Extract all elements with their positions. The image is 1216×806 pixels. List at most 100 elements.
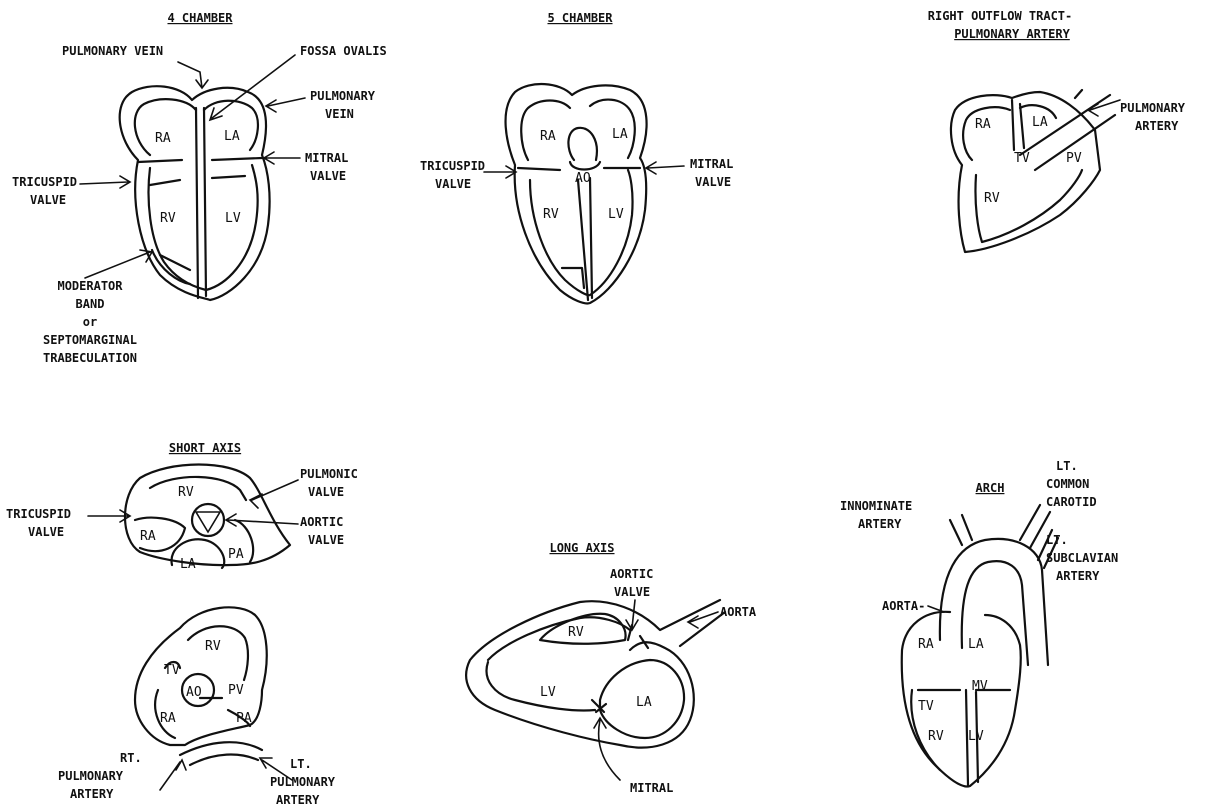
arch-ra: RA bbox=[918, 637, 934, 652]
label-rt-pa-3: ARTERY bbox=[70, 787, 114, 801]
label-moderator-band-3: or bbox=[83, 315, 97, 329]
long-axis-title: LONG AXIS bbox=[549, 541, 614, 555]
five-chamber-outline bbox=[506, 84, 647, 303]
arrow-pulmonary-vein-right bbox=[266, 98, 305, 112]
label-lt-common-carotid-3: CAROTID bbox=[1046, 495, 1097, 509]
arrow-pulmonary-artery bbox=[1088, 100, 1120, 116]
arrow-moderator-band bbox=[85, 250, 152, 278]
short-axis-la: LA bbox=[180, 557, 196, 572]
four-chamber-ra: RA bbox=[155, 131, 171, 146]
label-tricuspid-valve-2: VALVE bbox=[30, 193, 66, 207]
label-mitral-valve-5c-2: VALVE bbox=[695, 175, 731, 189]
label-lt-pa-3: ARTERY bbox=[276, 793, 320, 806]
outflow-title-1: RIGHT OUTFLOW TRACT- bbox=[928, 9, 1073, 23]
outflow-rv: RV bbox=[984, 191, 1000, 206]
arch-tv: TV bbox=[918, 699, 934, 714]
label-pulmonic-valve-1: PULMONIC bbox=[300, 467, 358, 481]
label-rt-pa-2: PULMONARY bbox=[58, 769, 124, 783]
label-aorta-arch: AORTA- bbox=[882, 599, 925, 613]
label-lt-pa-1: LT. bbox=[290, 757, 312, 771]
label-moderator-band-4: SEPTOMARGINAL bbox=[43, 333, 137, 347]
long-axis-la-label: LA bbox=[636, 695, 652, 710]
long-axis-view: LONG AXIS AORTIC VALVE AORTA MITRAL RV L… bbox=[466, 541, 757, 795]
label-fossa-ovalis: FOSSA OVALIS bbox=[300, 44, 387, 58]
short-axis-lower-pa-branches bbox=[180, 742, 262, 765]
five-chamber-septum bbox=[578, 178, 592, 300]
label-lt-common-carotid-2: COMMON bbox=[1046, 477, 1089, 491]
four-chamber-title: 4 CHAMBER bbox=[167, 11, 233, 25]
arrow-mitral bbox=[264, 152, 300, 164]
short-axis-pa: PA bbox=[228, 547, 244, 562]
five-chamber-view: 5 CHAMBER TRICUSPID VALVE MITRAL VALVE R… bbox=[420, 11, 733, 303]
short-axis-lower-pa: PA bbox=[236, 711, 252, 726]
outflow-la: LA bbox=[1032, 115, 1048, 130]
five-chamber-la: LA bbox=[612, 127, 628, 142]
label-moderator-band-5: TRABECULATION bbox=[43, 351, 137, 365]
short-axis-aortic-leaflets bbox=[196, 512, 220, 532]
label-tricuspid-sa-1: TRICUSPID bbox=[6, 507, 71, 521]
outflow-ra: RA bbox=[975, 117, 991, 132]
short-axis-lower-ra: RA bbox=[160, 711, 176, 726]
label-tricuspid-sa-2: VALVE bbox=[28, 525, 64, 539]
five-chamber-title: 5 CHAMBER bbox=[547, 11, 613, 25]
short-axis-lower-pv: PV bbox=[228, 683, 244, 698]
label-aortic-valve-la-1: AORTIC bbox=[610, 567, 653, 581]
label-pulmonary-vein-top: PULMONARY VEIN bbox=[62, 44, 163, 58]
moderator-band bbox=[152, 250, 190, 284]
label-moderator-band-2: BAND bbox=[76, 297, 105, 311]
arch-branches bbox=[950, 505, 1058, 568]
right-outflow-view: RIGHT OUTFLOW TRACT- PULMONARY ARTERY PU… bbox=[928, 9, 1186, 252]
arrow-aortic-valve-sa bbox=[226, 514, 298, 526]
label-mitral-valve-1: MITRAL bbox=[305, 151, 348, 165]
arch-mv: MV bbox=[972, 679, 988, 694]
four-chamber-la: LA bbox=[224, 129, 240, 144]
outflow-tv: TV bbox=[1014, 151, 1030, 166]
label-pulmonary-artery-1: PULMONARY bbox=[1120, 101, 1186, 115]
arrow-tricuspid-5c bbox=[484, 166, 516, 178]
outflow-pv: PV bbox=[1066, 151, 1082, 166]
arrow-pulmonic-valve bbox=[250, 480, 298, 508]
label-pulmonary-artery-2: ARTERY bbox=[1135, 119, 1179, 133]
arrow-mitral-la bbox=[594, 718, 620, 780]
arrow-mitral-5c bbox=[646, 162, 684, 174]
arch-lv: LV bbox=[968, 729, 984, 744]
label-tricuspid-valve-1: TRICUSPID bbox=[12, 175, 77, 189]
arch-view: ARCH INNOMINATE ARTERY LT. COMMON CAROTI… bbox=[840, 459, 1118, 787]
five-chamber-ra: RA bbox=[540, 129, 556, 144]
four-chamber-septum bbox=[196, 108, 206, 298]
short-axis-ra: RA bbox=[140, 529, 156, 544]
label-pulmonary-vein-right-2: VEIN bbox=[325, 107, 354, 121]
label-rt-pa-1: RT. bbox=[120, 751, 142, 765]
four-chamber-av-valves bbox=[138, 158, 262, 185]
outflow-title-2: PULMONARY ARTERY bbox=[954, 27, 1070, 41]
short-axis-lower-ao: AO bbox=[186, 685, 202, 700]
arrow-tricuspid bbox=[80, 176, 130, 188]
label-innominate-2: ARTERY bbox=[858, 517, 902, 531]
short-axis-lower-tv: TV bbox=[164, 663, 180, 678]
arch-rv: RV bbox=[928, 729, 944, 744]
label-mitral-la: MITRAL bbox=[630, 781, 673, 795]
five-chamber-ao: AO bbox=[575, 171, 591, 186]
arrow-tricuspid-sa bbox=[88, 510, 130, 522]
four-chamber-outline bbox=[120, 86, 270, 300]
label-lt-pa-2: PULMONARY bbox=[270, 775, 336, 789]
short-axis-rv: RV bbox=[178, 485, 194, 500]
label-aortic-valve-sa-2: VALVE bbox=[308, 533, 344, 547]
label-tricuspid-valve-5c-1: TRICUSPID bbox=[420, 159, 485, 173]
arrow-pulmonary-vein-top bbox=[178, 62, 208, 88]
label-pulmonic-valve-2: VALVE bbox=[308, 485, 344, 499]
label-tricuspid-valve-5c-2: VALVE bbox=[435, 177, 471, 191]
five-chamber-rv: RV bbox=[543, 207, 559, 222]
short-axis-lower-rv: RV bbox=[205, 639, 221, 654]
arrow-aortic-valve-la bbox=[626, 600, 638, 630]
long-axis-rv-label: RV bbox=[568, 625, 584, 640]
long-axis-lv-label: LV bbox=[540, 685, 556, 700]
label-innominate-1: INNOMINATE bbox=[840, 499, 912, 513]
short-axis-view: SHORT AXIS TRICUSPID VALVE PULMONIC VALV… bbox=[6, 441, 358, 806]
arch-title: ARCH bbox=[976, 481, 1005, 495]
arch-la: LA bbox=[968, 637, 984, 652]
four-chamber-view: 4 CHAMBER PULMONARY VEIN FOSSA OVALIS PU… bbox=[12, 11, 387, 365]
label-mitral-valve-5c-1: MITRAL bbox=[690, 157, 733, 171]
label-mitral-valve-2: VALVE bbox=[310, 169, 346, 183]
